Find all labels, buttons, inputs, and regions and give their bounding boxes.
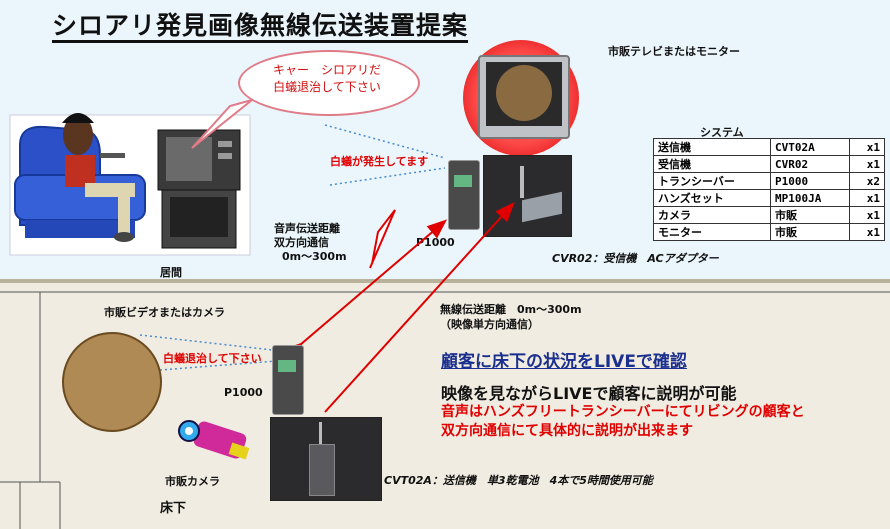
living-room-label: 居間 bbox=[160, 266, 182, 279]
exterminate-request-label: 白蟻退治して下さい bbox=[163, 352, 262, 365]
wireless-range-label: 無線伝送距離 0m～300m （映像単方向通信） bbox=[440, 303, 582, 331]
camera-icon bbox=[178, 420, 250, 460]
termite-alert-label: 白蟻が発生してます bbox=[330, 155, 429, 168]
receiver-label: CVR02：受信機 ACアダプター bbox=[552, 252, 719, 265]
antenna-icon bbox=[520, 166, 524, 198]
video-camera-label: 市販ビデオまたはカメラ bbox=[104, 306, 225, 319]
speech-tail bbox=[191, 99, 253, 149]
system-heading: システム bbox=[700, 126, 744, 139]
receiver-photo bbox=[483, 155, 572, 237]
transmitter-label: CVT02A：送信機 単3乾電池 4本で5時間使用可能 bbox=[384, 474, 653, 487]
speech-line-1: キャー シロアリだ bbox=[272, 63, 381, 77]
speech-bubble bbox=[238, 50, 420, 116]
transmitter-body-icon bbox=[309, 444, 335, 496]
antenna-icon bbox=[319, 422, 322, 444]
speech-bubble-text: キャー シロアリだ 白蟻退治して下さい bbox=[238, 62, 416, 96]
page-title: シロアリ発見画像無線伝送装置提案 bbox=[52, 11, 469, 40]
subline: 映像を見ながらLIVEで顧客に説明が可能 bbox=[441, 384, 737, 403]
transceiver-lower-photo bbox=[272, 345, 304, 415]
monitor-label: 市販テレビまたはモニター bbox=[608, 45, 740, 58]
headline: 顧客に床下の状況をLIVEで確認 bbox=[441, 352, 687, 372]
transceiver-upper-photo bbox=[448, 160, 480, 230]
termite-icon bbox=[496, 65, 552, 121]
market-camera-label: 市販カメラ bbox=[165, 475, 220, 488]
termite-nest-icon bbox=[62, 332, 162, 432]
red-description: 音声はハンズフリートランシーバーにてリビングの顧客と 双方向通信にて具体的に説明… bbox=[441, 404, 805, 439]
speech-line-2: 白蟻退治して下さい bbox=[273, 80, 381, 94]
monitor-icon bbox=[478, 55, 570, 139]
p1000-lower-label: P1000 bbox=[224, 386, 263, 399]
transmitter-photo bbox=[270, 417, 382, 501]
underfloor-label: 床下 bbox=[160, 501, 187, 516]
